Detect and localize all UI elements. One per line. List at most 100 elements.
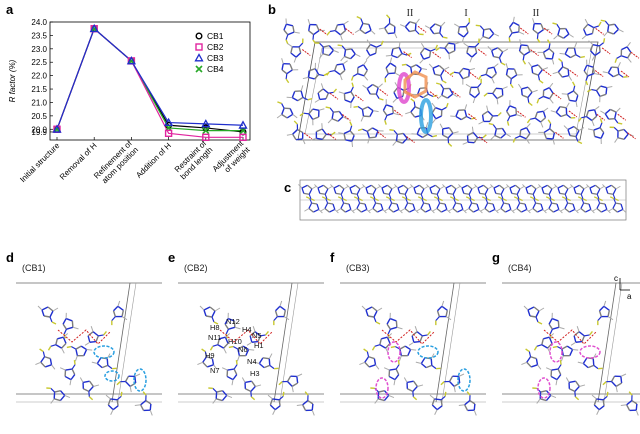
panel-c: c bbox=[284, 179, 628, 221]
molecule bbox=[383, 196, 404, 214]
y-tick-label: 22.5 bbox=[31, 58, 47, 67]
molecule bbox=[448, 58, 476, 87]
unit-cell-inner bbox=[304, 47, 593, 135]
data-point-cb3 bbox=[52, 124, 62, 133]
y-tick-label: 21.0 bbox=[31, 98, 47, 107]
molecule bbox=[486, 118, 512, 143]
y-axis-ticks: 19.920.020.521.021.522.022.523.023.524.0 bbox=[31, 18, 53, 137]
molecule bbox=[551, 57, 577, 82]
data-point-cb3 bbox=[201, 119, 211, 128]
molecule bbox=[427, 63, 450, 84]
molecule bbox=[573, 58, 602, 88]
panel-g-caption: (CB4) bbox=[508, 263, 532, 273]
y-tick-label: 24.0 bbox=[31, 18, 47, 27]
data-point-cb3 bbox=[163, 117, 174, 127]
atom-label: N7 bbox=[210, 366, 220, 375]
hbond-loop-magenta bbox=[537, 377, 551, 399]
data-point-cb2 bbox=[164, 129, 173, 137]
molecule bbox=[479, 196, 500, 214]
molecule bbox=[361, 305, 383, 325]
molecule bbox=[335, 196, 356, 214]
molecule bbox=[398, 376, 425, 402]
molecule bbox=[329, 183, 350, 202]
molecule bbox=[591, 196, 612, 214]
molecule bbox=[473, 18, 500, 44]
molecule bbox=[37, 305, 59, 325]
plot-frame bbox=[49, 21, 251, 141]
molecule bbox=[325, 16, 350, 42]
panel-e-label: e bbox=[168, 250, 175, 265]
molecule bbox=[361, 81, 387, 104]
panel-a-label: a bbox=[6, 2, 14, 17]
panel-e-caption: (CB2) bbox=[184, 263, 208, 273]
molecule bbox=[377, 13, 405, 39]
data-point-cb3 bbox=[89, 23, 99, 33]
atom-label: H1 bbox=[254, 341, 264, 350]
molecule bbox=[433, 123, 460, 148]
atom-label: N5 bbox=[252, 331, 262, 340]
molecule bbox=[537, 183, 558, 202]
molecule bbox=[585, 116, 615, 145]
molecule bbox=[313, 183, 334, 202]
molecule bbox=[409, 183, 430, 202]
molecule bbox=[319, 196, 340, 214]
molecule bbox=[581, 18, 602, 41]
molecule bbox=[495, 196, 516, 214]
molecule bbox=[381, 357, 410, 386]
molecule bbox=[607, 196, 628, 214]
hbond-loop-cyan bbox=[133, 368, 147, 392]
molecule bbox=[602, 59, 631, 88]
atom-label: H8 bbox=[210, 323, 220, 332]
molecule bbox=[323, 101, 349, 126]
y-axis-label: R factor (%) bbox=[8, 59, 17, 102]
y-tick-label: 23.5 bbox=[31, 31, 47, 40]
molecule bbox=[272, 57, 300, 85]
molecule bbox=[463, 76, 490, 104]
molecule bbox=[569, 183, 590, 202]
molecule bbox=[386, 123, 413, 149]
panel-d-caption: (CB1) bbox=[22, 263, 46, 273]
molecule bbox=[457, 183, 478, 202]
molecule bbox=[351, 96, 380, 124]
molecule bbox=[521, 183, 542, 202]
molecule-network-b bbox=[272, 13, 640, 153]
legend-marker-cb2 bbox=[195, 43, 203, 51]
molecule bbox=[236, 376, 263, 402]
panel-f-caption: (CB3) bbox=[346, 263, 370, 273]
legend-label-cb2: CB2 bbox=[207, 42, 224, 52]
ring-highlight-orange bbox=[403, 70, 428, 99]
molecule bbox=[543, 196, 564, 214]
panel-a: a 19.920.020.521.021.522.022.523.023.524… bbox=[6, 2, 252, 185]
y-tick-label: 21.5 bbox=[31, 85, 47, 94]
molecule bbox=[477, 104, 503, 131]
data-point-cb3 bbox=[238, 120, 248, 129]
molecule bbox=[219, 357, 248, 386]
chart-series bbox=[52, 23, 248, 142]
panel-f: f (CB3) bbox=[330, 250, 486, 417]
molecule bbox=[461, 36, 488, 64]
molecule bbox=[285, 36, 312, 64]
molecule bbox=[549, 18, 575, 42]
molecule bbox=[496, 62, 525, 90]
panel-f-label: f bbox=[330, 250, 335, 265]
layer-label-ii-left: II bbox=[407, 8, 414, 19]
panel-d-label: d bbox=[6, 250, 14, 265]
x-tick-label: Addition of H bbox=[134, 141, 173, 180]
molecule bbox=[598, 14, 625, 39]
molecule bbox=[415, 196, 436, 214]
x-tick-label: Restraint ofbond length bbox=[172, 138, 215, 181]
molecule bbox=[535, 37, 564, 66]
data-point-cb2 bbox=[202, 133, 210, 142]
closeup-e bbox=[178, 282, 324, 417]
panel-b-label: b bbox=[268, 2, 276, 17]
molecule bbox=[489, 183, 510, 202]
atom-label: N6 bbox=[238, 345, 248, 354]
molecule bbox=[473, 183, 494, 202]
molecule bbox=[449, 102, 478, 131]
molecule bbox=[585, 75, 613, 104]
molecule bbox=[418, 42, 439, 64]
data-point-cb3 bbox=[126, 56, 137, 65]
molecule bbox=[285, 119, 312, 145]
